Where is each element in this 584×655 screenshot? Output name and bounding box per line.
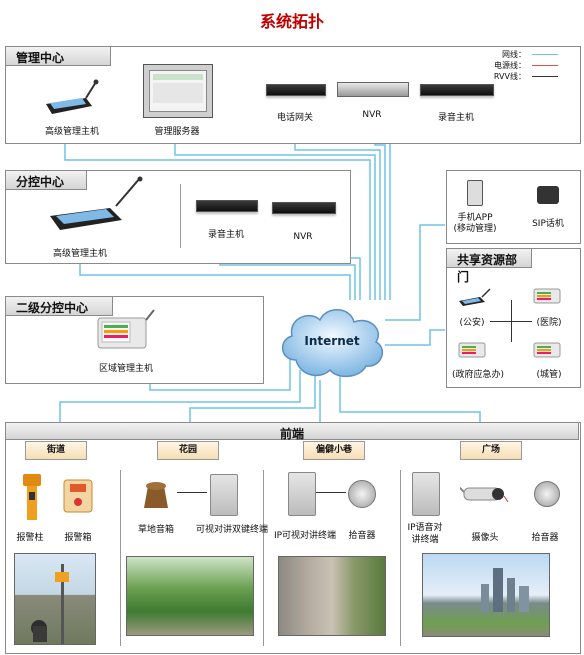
- legend-network-label: 网线：: [502, 50, 526, 59]
- branch-center-header: 分控中心: [5, 170, 87, 190]
- divider: [263, 470, 264, 646]
- square-photo: [422, 553, 550, 637]
- branch-device-label: NVR: [293, 232, 313, 242]
- divider: [400, 470, 401, 646]
- mgmt-device-label: 高级管理主机: [44, 127, 99, 137]
- intercom-icon: [288, 472, 316, 516]
- camera-icon: [457, 482, 510, 508]
- mgmt-device-label: 管理服务器: [154, 127, 200, 137]
- console-icon: [42, 76, 100, 116]
- divider: [180, 184, 181, 248]
- legend-power-label: 电源线：: [494, 61, 526, 70]
- rack-server-icon: [272, 202, 336, 214]
- mgmt-center-header: 管理中心: [5, 46, 111, 66]
- shared-item-label: (公安): [459, 318, 485, 328]
- mgmt-device-label: 录音主机: [437, 113, 474, 123]
- intercom-icon: [94, 306, 162, 354]
- device-label: 可视对讲双键终端: [196, 525, 269, 535]
- rack-server-icon: [420, 84, 494, 96]
- frontend-header: 前端: [5, 422, 579, 441]
- branch-device-label: 录音主机: [207, 230, 244, 240]
- speaker-icon: [138, 478, 174, 512]
- shared-panel: [446, 248, 581, 388]
- zone-tab-square: 广场: [460, 441, 522, 460]
- shared-header: 共享资源部门: [446, 248, 532, 284]
- rack-server-icon: [196, 200, 258, 212]
- sip-phone-icon: [537, 186, 559, 204]
- shared-item-label: (城管): [536, 370, 562, 380]
- line-shared: [385, 329, 445, 346]
- device-label: 报警箱: [64, 533, 92, 543]
- line-mgmt-host: [64, 140, 371, 300]
- sub-device-label: 区域管理主机: [98, 364, 153, 374]
- line-square: [339, 375, 481, 422]
- legend-power-line: [532, 65, 558, 66]
- device-label: IP可视对讲终端: [273, 531, 337, 541]
- line-mobile: [385, 224, 445, 321]
- mgmt-device-label: NVR: [362, 110, 382, 120]
- rack-server-icon: [266, 84, 326, 96]
- page-title: 系统拓扑: [259, 12, 324, 31]
- phone-icon: [467, 180, 483, 206]
- intercom-icon: [458, 339, 492, 359]
- rack-server-icon: [143, 64, 213, 118]
- legend: 网线： 电源线： RVV线：: [492, 49, 572, 82]
- shared-item-label: (医院): [536, 318, 562, 328]
- intercom-icon: [533, 339, 567, 359]
- zone-tab-street: 街道: [25, 441, 87, 460]
- intercom-icon: [533, 285, 567, 305]
- cross-horizontal: [490, 321, 532, 322]
- line-branch-host: [79, 260, 351, 300]
- legend-rvv-label: RVV线：: [493, 72, 526, 81]
- legend-network-line: [532, 54, 558, 55]
- intercom-icon: [412, 472, 440, 516]
- device-label: 报警柱: [16, 533, 44, 543]
- internet-label: Internet: [304, 334, 360, 348]
- shared-item-label: (政府应急办): [451, 370, 505, 380]
- zone-tab-garden: 花园: [157, 441, 219, 460]
- console-icon: [46, 176, 144, 232]
- device-label: IP语音对讲终端: [407, 523, 443, 545]
- microphone-icon: [534, 481, 560, 507]
- intercom-icon: [210, 474, 238, 516]
- rvv-line: [177, 492, 207, 493]
- console-icon: [458, 287, 492, 307]
- garden-photo: [126, 556, 254, 636]
- mobile-app-label: 手机APP: [457, 213, 493, 223]
- alley-photo: [278, 556, 386, 636]
- divider: [120, 470, 121, 646]
- alarm-box-icon: [62, 476, 94, 516]
- rack-server-icon: [337, 82, 409, 97]
- microphone-icon: [348, 480, 376, 508]
- mobile-app-sub-label: (移动管理): [453, 224, 497, 234]
- device-label: 草地音箱: [137, 525, 174, 535]
- internet-cloud-icon: [276, 300, 388, 382]
- sip-label: SIP话机: [532, 219, 564, 229]
- line-mgmt-server: [174, 140, 376, 300]
- device-label: 拾音器: [531, 533, 559, 543]
- zone-tab-alley: 偏僻小巷: [303, 441, 365, 460]
- mgmt-device-label: 电话网关: [276, 113, 313, 123]
- legend-rvv-line: [532, 76, 558, 77]
- line-street: [59, 370, 301, 422]
- rvv-line: [316, 492, 346, 493]
- street-photo: [14, 553, 96, 645]
- branch-device-label: 高级管理主机: [52, 249, 107, 259]
- line-garden: [189, 375, 316, 422]
- device-label: 摄像头: [471, 533, 499, 543]
- alarm-post-icon: [17, 472, 47, 522]
- sub-center-header: 二级分控中心: [5, 296, 113, 316]
- device-label: 拾音器: [348, 531, 376, 541]
